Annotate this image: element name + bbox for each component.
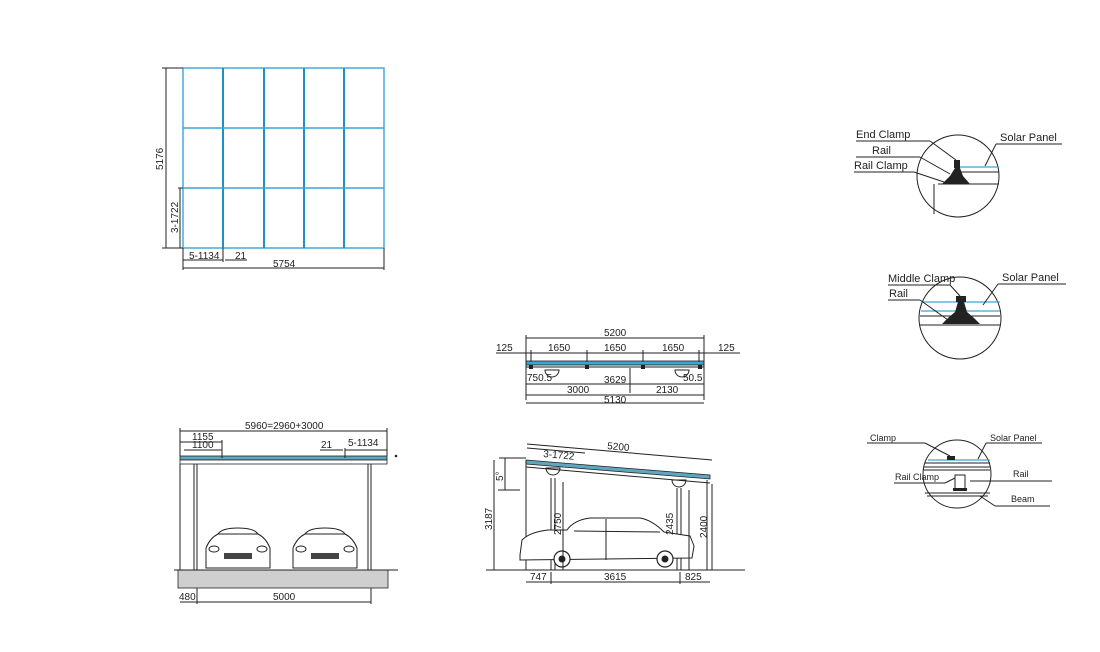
- label-solar-panel: Solar Panel: [990, 433, 1037, 443]
- detail-beam: Clamp Solar Panel Rail Clamp Rail Beam: [867, 433, 1052, 509]
- detail-middle-clamp: Middle Clamp Rail Solar Panel: [888, 272, 1066, 360]
- top-right-offset: 50.5: [683, 373, 703, 384]
- top-span-2: 1650: [604, 343, 627, 354]
- label-rail-clamp: Rail Clamp: [854, 160, 908, 172]
- label-clamp: Clamp: [870, 433, 896, 443]
- plan-width-total: 5754: [273, 259, 296, 270]
- front-dim-a: 1155: [192, 432, 214, 443]
- front-elevation: 5960=2960+3000 1155 1100 21 5-1134 480 5…: [174, 421, 398, 604]
- top-left-overhang: 125: [496, 343, 513, 354]
- front-overall: 5960=2960+3000: [245, 421, 324, 432]
- side-length: 5200: [607, 441, 631, 454]
- side-post-rear: 2435: [665, 512, 676, 535]
- top-left-offset: 750.5: [527, 373, 552, 384]
- top-base: 5130: [604, 395, 627, 406]
- side-rear-overhang: 825: [685, 572, 702, 583]
- side-front-overhang: 747: [530, 572, 547, 583]
- front-span: 5000: [273, 592, 296, 603]
- top-right-span: 2130: [656, 385, 679, 396]
- label-solar-panel: Solar Panel: [1000, 132, 1057, 144]
- top-center: 3629: [604, 375, 627, 386]
- plan-panel-width: 5-1134: [189, 251, 220, 262]
- label-rail: Rail: [872, 145, 891, 157]
- label-middle-clamp: Middle Clamp: [888, 273, 955, 285]
- plan-view: 5176 3-1722 5-1134 21 5754: [155, 67, 385, 270]
- detail-end-clamp: End Clamp Rail Rail Clamp Solar Panel: [854, 129, 1062, 218]
- label-rail: Rail: [1013, 469, 1029, 479]
- side-panel-len: 3-1722: [543, 449, 575, 463]
- label-rail-clamp: Rail Clamp: [895, 472, 939, 482]
- side-span: 3615: [604, 572, 627, 583]
- car-front-2: [292, 527, 358, 569]
- plan-height-total: 5176: [155, 147, 166, 170]
- top-right-overhang: 125: [718, 343, 735, 354]
- plan-panel-height: 3-1722: [170, 201, 181, 233]
- top-section: 5200 125 1650 1650 1650 125 750.5 3629 5…: [496, 328, 740, 406]
- label-beam: Beam: [1011, 494, 1035, 504]
- plan-gap: 21: [235, 251, 247, 262]
- top-span-1: 1650: [548, 343, 571, 354]
- side-clearance: 2400: [699, 515, 710, 538]
- label-solar-panel: Solar Panel: [1002, 272, 1059, 284]
- top-overall: 5200: [604, 328, 627, 339]
- side-post-front: 2750: [553, 512, 564, 535]
- top-left-span: 3000: [567, 385, 590, 396]
- label-end-clamp: End Clamp: [856, 129, 910, 141]
- front-gap: 21: [321, 440, 333, 451]
- car-front-1: [205, 527, 271, 569]
- side-height-total: 3187: [484, 507, 495, 530]
- front-left-margin: 480: [179, 592, 196, 603]
- side-tilt: 5°: [495, 471, 506, 481]
- side-elevation: 5200 3-1722 5° 3187 2750 2435 2400 747 3…: [484, 441, 745, 584]
- front-dim-b: 1100: [192, 440, 214, 451]
- label-rail: Rail: [889, 288, 908, 300]
- front-panel-width: 5-1134: [348, 438, 379, 449]
- top-span-3: 1650: [662, 343, 685, 354]
